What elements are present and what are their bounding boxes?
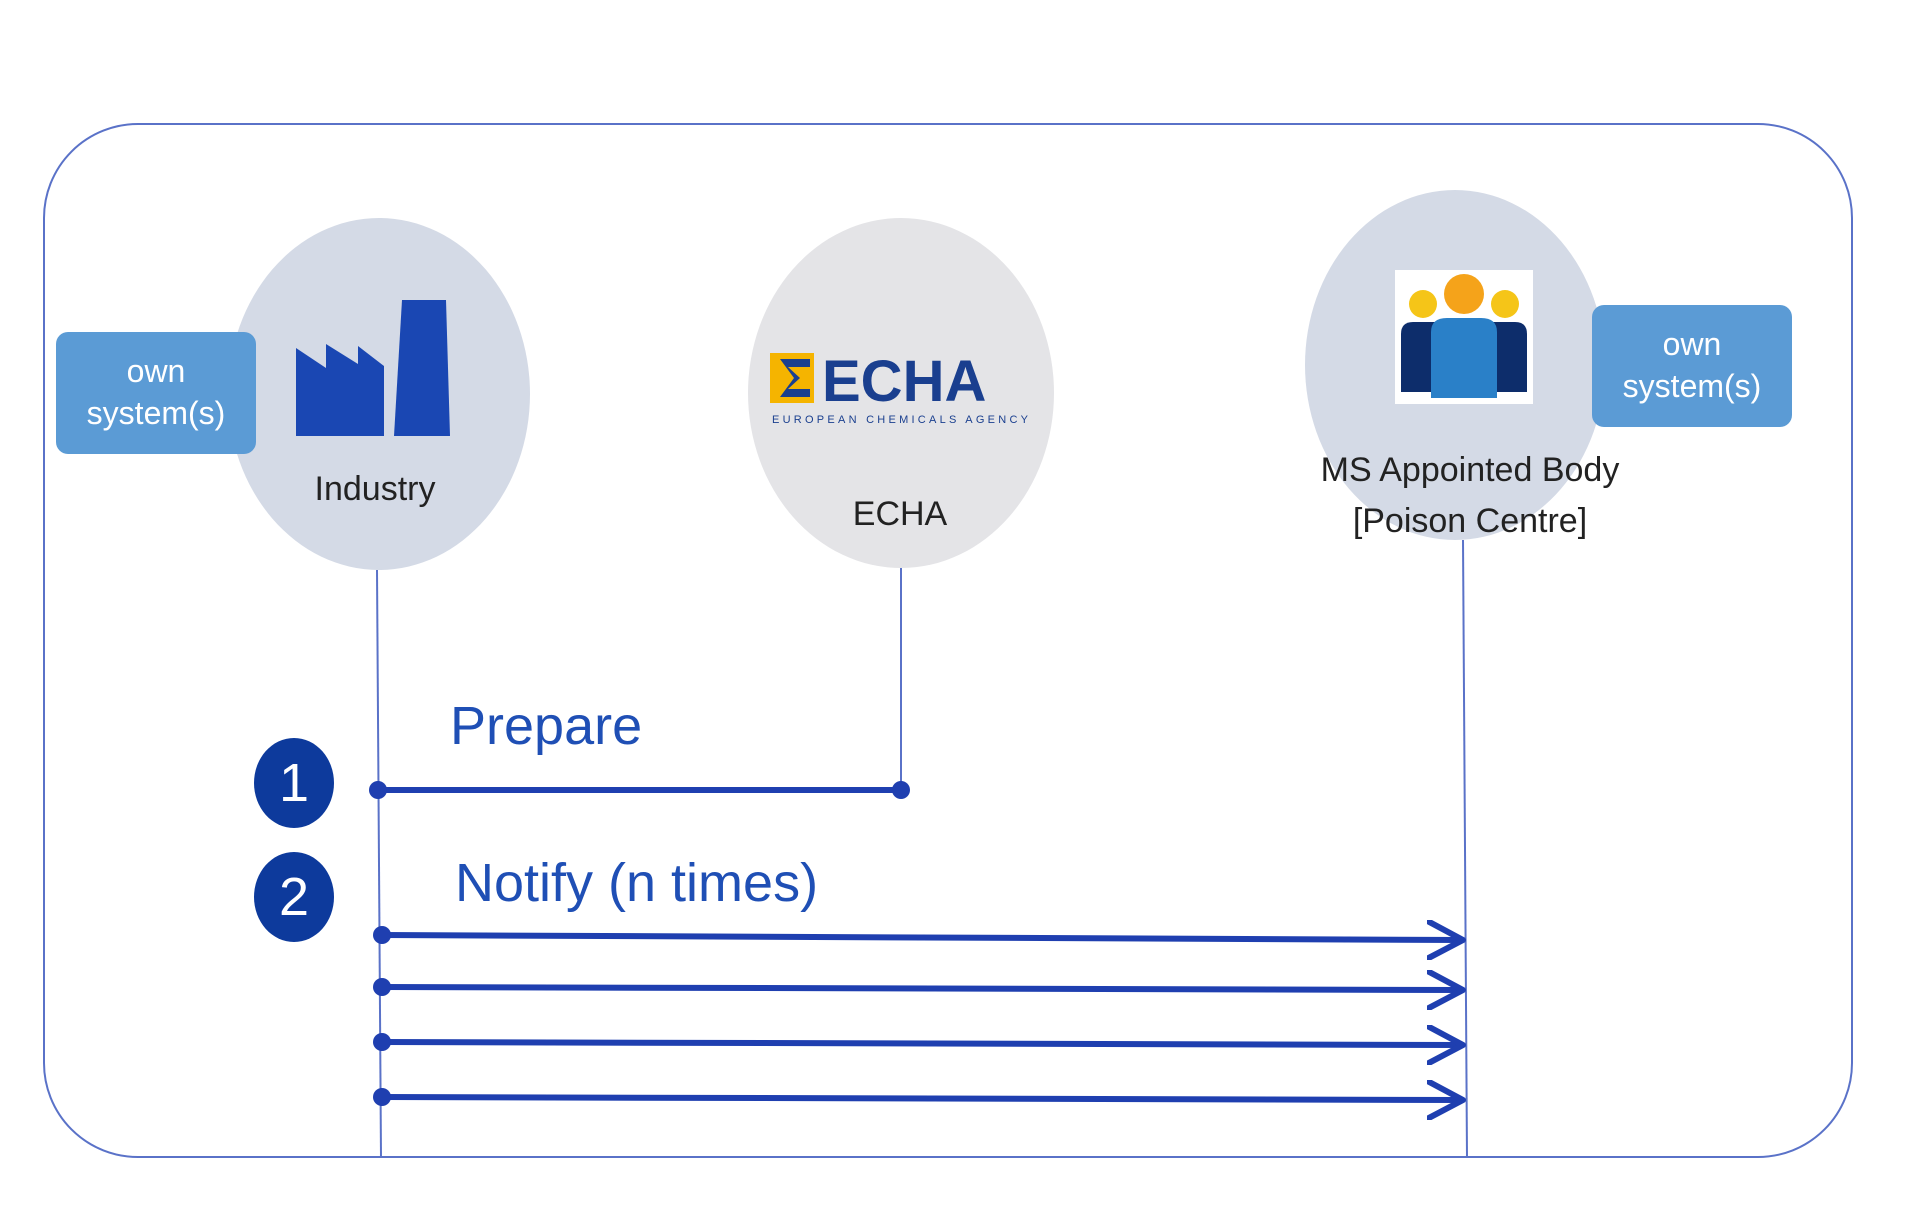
prepare-end-dot: [892, 781, 910, 799]
step-1-badge: 1: [254, 738, 334, 828]
factory-icon: [296, 300, 450, 436]
notify-arrow-4-start-dot: [373, 1088, 391, 1106]
step-1-label: Prepare: [450, 696, 643, 756]
step-2-badge: 2: [254, 852, 334, 942]
notify-arrow-1: [381, 935, 1463, 940]
ms-body-label: MS Appointed Body [Poison Centre]: [1290, 445, 1650, 547]
own-systems-right-line1: own: [1662, 326, 1722, 363]
ms-body-lifeline: [1462, 539, 1468, 1159]
own-systems-right-line2: system(s): [1622, 368, 1762, 404]
own-systems-left-line2: system(s): [86, 395, 226, 431]
notify-arrow-4: [381, 1097, 1463, 1100]
notify-arrow-3-start-dot: [373, 1033, 391, 1051]
ms-body-actor-circle: [1305, 190, 1605, 540]
echa-label: ECHA: [852, 495, 948, 533]
diagram-frame: [43, 123, 1853, 1158]
industry-lifeline: [376, 569, 382, 1159]
own-systems-left-box: own system(s): [56, 332, 256, 454]
ms-body-label-line1: MS Appointed Body: [1320, 451, 1620, 489]
echa-actor-circle: ECHA EUROPEAN CHEMICALS AGENCY: [748, 218, 1054, 568]
ms-body-label-line2: [Poison Centre]: [1352, 502, 1588, 540]
notify-arrow-2-start-dot: [373, 978, 391, 996]
echa-logo: ECHA EUROPEAN CHEMICALS AGENCY: [770, 353, 1029, 426]
step-2-label: Notify (n times): [455, 853, 819, 913]
notify-arrow-2: [381, 987, 1463, 990]
own-systems-left-line1: own: [126, 353, 186, 390]
notify-arrow-1-start-dot: [373, 926, 391, 944]
notify-arrow-3: [381, 1042, 1463, 1045]
echa-logo-text: ECHA: [822, 353, 986, 414]
industry-label: Industry: [314, 470, 436, 508]
own-systems-right-box: own system(s): [1592, 305, 1792, 427]
industry-actor-circle: [228, 218, 530, 570]
people-group-icon: [1395, 270, 1533, 404]
prepare-start-dot: [369, 781, 387, 799]
